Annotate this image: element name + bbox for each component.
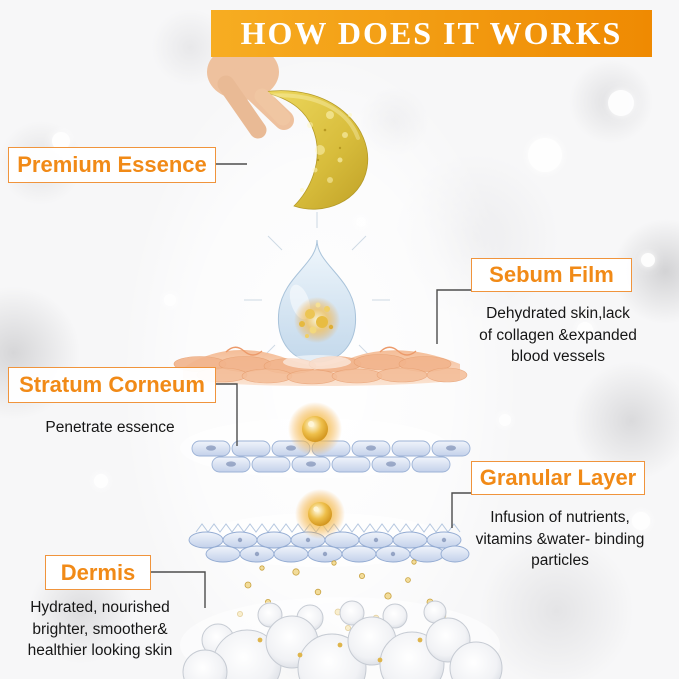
granular-layer-illustration (188, 489, 470, 567)
label-granular-layer-text: Granular Layer (479, 465, 637, 490)
title-banner: HOW DOES IT WORKS (211, 10, 652, 57)
essence-droplet-illustration (244, 212, 390, 363)
bokeh-dot (52, 132, 70, 150)
label-stratum-corneum-text: Stratum Corneum (19, 372, 205, 397)
label-stratum-corneum: Stratum Corneum (8, 367, 216, 403)
bokeh-dot (641, 253, 655, 267)
sebum-film-layer-illustration (173, 346, 468, 386)
description-granular-layer: Infusion of nutrients, vitamins &water- … (475, 509, 645, 569)
description-sebum-film: Dehydrated skin,lack of collagen &expand… (479, 305, 637, 365)
fingertip (254, 88, 291, 126)
label-sebum-film: Sebum Film (471, 258, 632, 292)
label-granular-layer: Granular Layer (471, 461, 645, 495)
bokeh-dot (608, 90, 634, 116)
bokeh-dot (94, 474, 108, 488)
label-premium-essence-text: Premium Essence (17, 152, 207, 177)
dermis-layer-illustration (180, 597, 503, 679)
bokeh-dot (528, 138, 562, 172)
connector-lines (151, 163, 471, 608)
label-premium-essence: Premium Essence (8, 147, 216, 183)
description-stratum-corneum: Penetrate essence (45, 419, 175, 436)
label-sebum-film-text: Sebum Film (489, 262, 614, 287)
page-title: HOW DOES IT WORKS (240, 15, 623, 51)
bokeh-dot (632, 512, 650, 530)
stratum-corneum-layer-illustration (180, 402, 471, 478)
label-dermis: Dermis (45, 555, 151, 590)
bokeh-dot (577, 322, 593, 338)
eye-patch-illustration (254, 88, 369, 210)
label-dermis-text: Dermis (60, 559, 136, 585)
description-dermis: Hydrated, nourished brighter, smoother& … (27, 599, 173, 659)
